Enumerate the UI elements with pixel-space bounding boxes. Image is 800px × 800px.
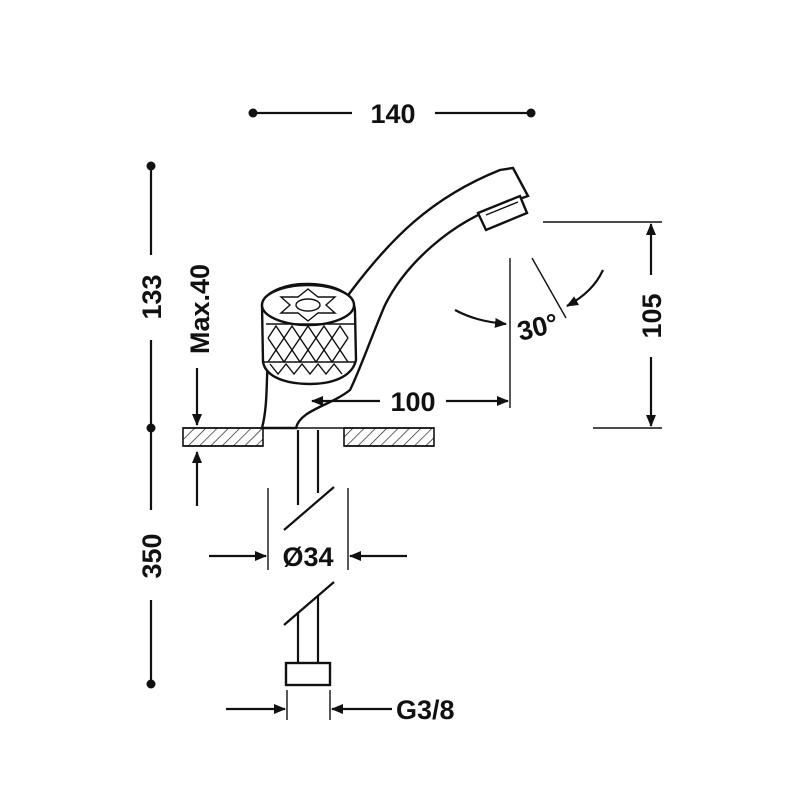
label-105: 105 bbox=[637, 293, 667, 338]
label-diameter-34: Ø34 bbox=[282, 542, 333, 572]
label-thread-g38: G3/8 bbox=[396, 695, 455, 725]
dimension-diameter: Ø34 bbox=[209, 488, 407, 572]
supply-pipe bbox=[283, 430, 335, 687]
dimension-thread: G3/8 bbox=[226, 690, 455, 725]
label-140: 140 bbox=[370, 99, 415, 129]
dimension-width-top: 140 bbox=[248, 99, 536, 129]
dimension-max-deck: Max.40 bbox=[185, 264, 215, 506]
label-350: 350 bbox=[137, 533, 167, 578]
dimension-left-vertical: 133 350 bbox=[137, 161, 167, 689]
counter-deck bbox=[182, 427, 435, 447]
dimension-reach: 100 bbox=[311, 258, 511, 417]
label-angle-30: 30° bbox=[514, 308, 561, 347]
dimension-height-right: 105 bbox=[543, 221, 667, 429]
label-100: 100 bbox=[390, 387, 435, 417]
handle-knob bbox=[260, 282, 358, 386]
label-133: 133 bbox=[137, 274, 167, 319]
label-max40: Max.40 bbox=[185, 264, 215, 354]
dimension-angle: 30° bbox=[454, 257, 604, 347]
aerator bbox=[476, 194, 529, 232]
